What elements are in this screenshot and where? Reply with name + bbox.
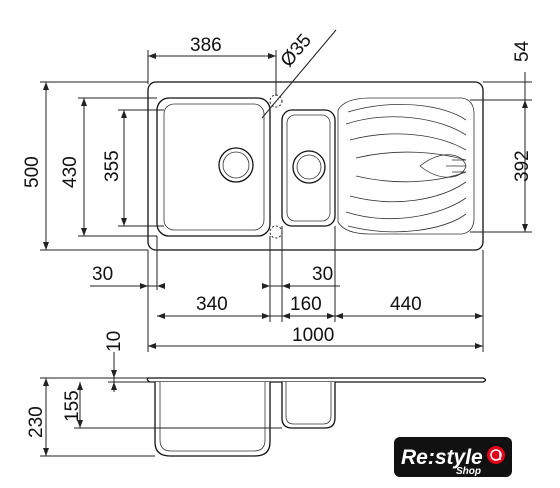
dim-drain-diameter: Ø35 xyxy=(277,30,316,71)
dim-440: 440 xyxy=(390,294,422,315)
large-bowl-inner xyxy=(163,103,265,231)
dim-355: 355 xyxy=(102,150,123,182)
dim-392: 392 xyxy=(512,150,533,182)
dim-340: 340 xyxy=(196,294,228,315)
sink-side-view xyxy=(146,377,487,457)
large-bowl xyxy=(156,97,271,237)
restyle-logo: Re:style Shop xyxy=(394,437,512,477)
dim-54: 54 xyxy=(512,40,533,62)
dim-30-left: 30 xyxy=(92,264,113,285)
dim-230: 230 xyxy=(26,406,47,438)
dim-160: 160 xyxy=(290,294,322,315)
dim-155: 155 xyxy=(62,390,83,422)
large-bowl-drain xyxy=(218,147,254,183)
sink-top-view xyxy=(147,81,484,251)
dim-10: 10 xyxy=(104,331,125,352)
small-bowl-drain xyxy=(292,150,326,184)
large-bowl-drain-inner xyxy=(222,151,250,179)
dim-430: 430 xyxy=(60,156,81,188)
small-bowl-inner xyxy=(286,114,331,222)
dim-1000: 1000 xyxy=(292,325,334,346)
small-bowl-drain-inner xyxy=(296,154,322,180)
logo-sub-text: Shop xyxy=(456,466,481,477)
overflow-top xyxy=(269,94,283,108)
dim-386: 386 xyxy=(190,35,222,56)
drainer-grooves xyxy=(337,97,475,235)
dim-500: 500 xyxy=(22,156,43,188)
logo-cart-icon xyxy=(487,446,505,464)
dimension-lines: 386 Ø35 54 392 500 430 35 xyxy=(22,29,533,352)
side-dimension-lines: 10 155 230 xyxy=(26,331,282,457)
dim-30-right: 30 xyxy=(312,264,333,285)
logo-brand-text: Re:style xyxy=(401,446,483,469)
